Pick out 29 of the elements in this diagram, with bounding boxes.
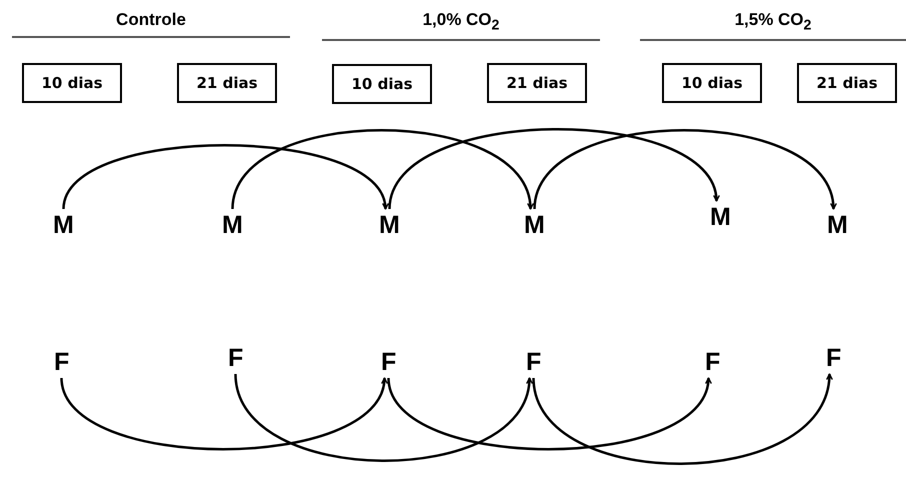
curved-arrow: [533, 129, 836, 210]
sex-letter: F: [380, 349, 398, 375]
sex-letter: M: [523, 212, 546, 238]
curved-arrow: [62, 144, 388, 210]
curved-arrow: [234, 374, 532, 462]
sex-letter: F: [704, 349, 722, 375]
duration-box: 21 dias: [177, 63, 277, 103]
curved-arrow: [387, 377, 710, 450]
curved-arrow: [60, 377, 386, 450]
sex-letter: F: [825, 345, 842, 371]
curved-arrow: [532, 373, 832, 465]
group-heading: 1,5% CO$_{2}$: [640, 10, 906, 42]
sex-letter: M: [221, 212, 244, 238]
duration-box: 10 dias: [22, 63, 122, 103]
sex-letter: M: [826, 212, 849, 238]
duration-box: 21 dias: [487, 63, 587, 103]
group-heading: 1,0% CO$_{2}$: [322, 10, 600, 42]
duration-box: 21 dias: [797, 63, 897, 103]
duration-box: 10 dias: [662, 63, 762, 103]
sex-letter: M: [709, 204, 732, 230]
sex-letter: F: [227, 345, 244, 371]
sex-letter: F: [53, 349, 70, 375]
sex-letter: M: [52, 212, 75, 238]
sex-letter: F: [525, 349, 542, 375]
curved-arrow: [231, 129, 533, 210]
curved-arrow: [388, 128, 718, 210]
duration-box: 10 dias: [332, 64, 432, 104]
group-heading: Controle: [12, 10, 290, 38]
sex-letter: M: [378, 212, 401, 238]
